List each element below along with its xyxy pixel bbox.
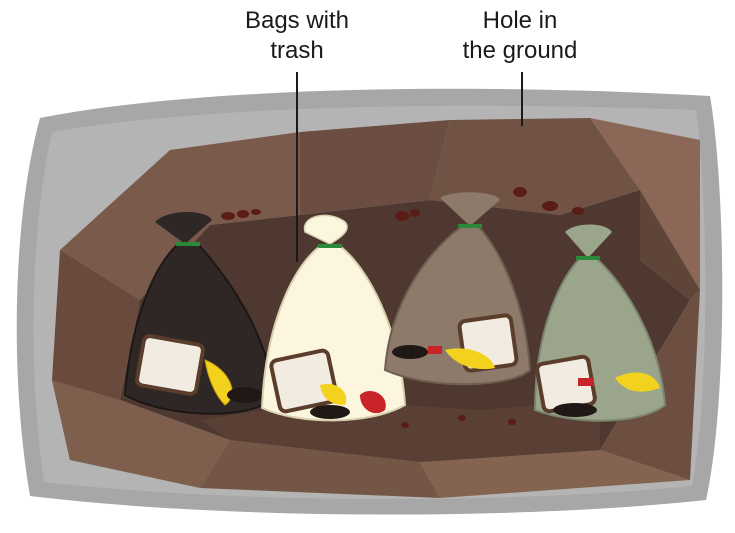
bread-slice [136,335,204,395]
